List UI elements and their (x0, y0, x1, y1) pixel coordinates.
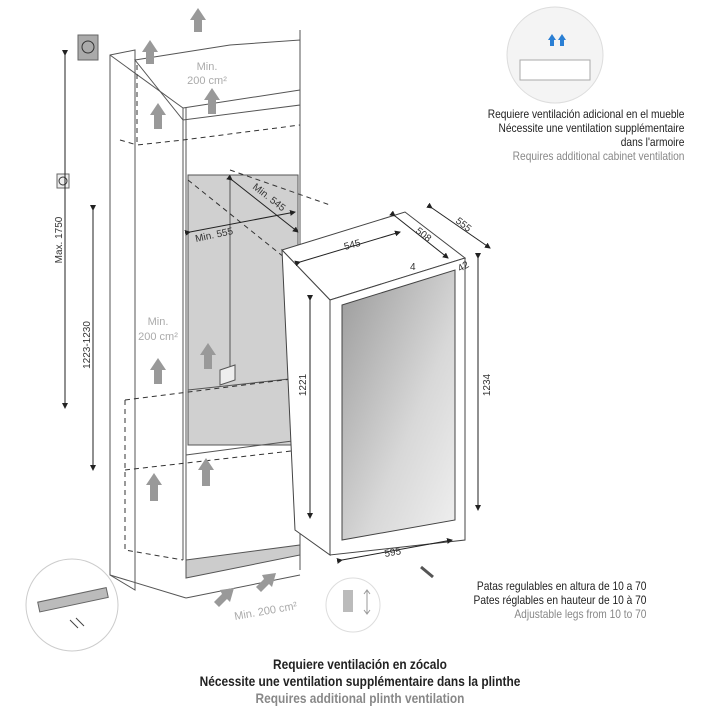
cabinet-vent-es: Requiere ventilación adicional en el mue… (487, 107, 684, 121)
leg-adjust-detail-icon (325, 577, 381, 633)
dim-door-depth: 42 (456, 259, 472, 274)
socket-icon (77, 34, 99, 61)
vent-middle-label-1: Min. (148, 316, 169, 328)
plinth-vent-en: Requires additional plinth ventilation (255, 690, 465, 706)
dim-width-top: 545 (343, 238, 362, 253)
vent-top-label-1: Min. (197, 61, 218, 73)
wine-cooler (281, 211, 467, 556)
socket-plug-icon (56, 173, 70, 189)
dim-height-total: 1234 (482, 373, 493, 396)
dim-max-height: Max. 1750 (54, 216, 65, 263)
cabinet-vent-en: Requires additional cabinet ventilation (512, 149, 684, 163)
dim-niche-height: 1223-1230 (82, 321, 93, 369)
adjustable-legs-note: Patas regulables en altura de 10 a 70 Pa… (473, 579, 646, 621)
dim-gap: 4 (410, 262, 416, 273)
dim-depth-total: 555 (453, 216, 473, 235)
top-vent-detail-icon (506, 6, 604, 104)
plinth-ventilation-note: Requiere ventilación en zócalo Nécessite… (0, 656, 720, 707)
legs-fr: Pates réglables en hauteur de 10 à 70 (473, 593, 646, 607)
cabinet-vent-fr-2: dans l'armoire (620, 135, 684, 149)
vent-top-label-2: 200 cm² (187, 75, 227, 87)
dim-width: 595 (384, 546, 403, 560)
airflow-arrows (142, 8, 393, 607)
vent-middle-label-2: 200 cm² (138, 331, 178, 343)
dim-height: 1221 (298, 373, 309, 396)
cabinet (109, 30, 301, 599)
cabinet-ventilation-note: Requiere ventilación adicional en el mue… (487, 107, 684, 163)
plinth-vent-es: Requiere ventilación en zócalo (273, 656, 447, 672)
plinth-vent-fr: Nécessite une ventilation supplémentaire… (199, 673, 521, 689)
dimension-lines (62, 50, 491, 564)
leg-arrow (420, 565, 434, 579)
legs-es: Patas regulables en altura de 10 a 70 (476, 579, 646, 593)
plinth-grille-detail-icon (25, 558, 119, 652)
vent-bottom-label: Min. 200 cm² (233, 600, 298, 623)
legs-en: Adjustable legs from 10 to 70 (513, 607, 646, 621)
cabinet-vent-fr-1: Nécessite une ventilation supplémentaire (498, 121, 684, 135)
